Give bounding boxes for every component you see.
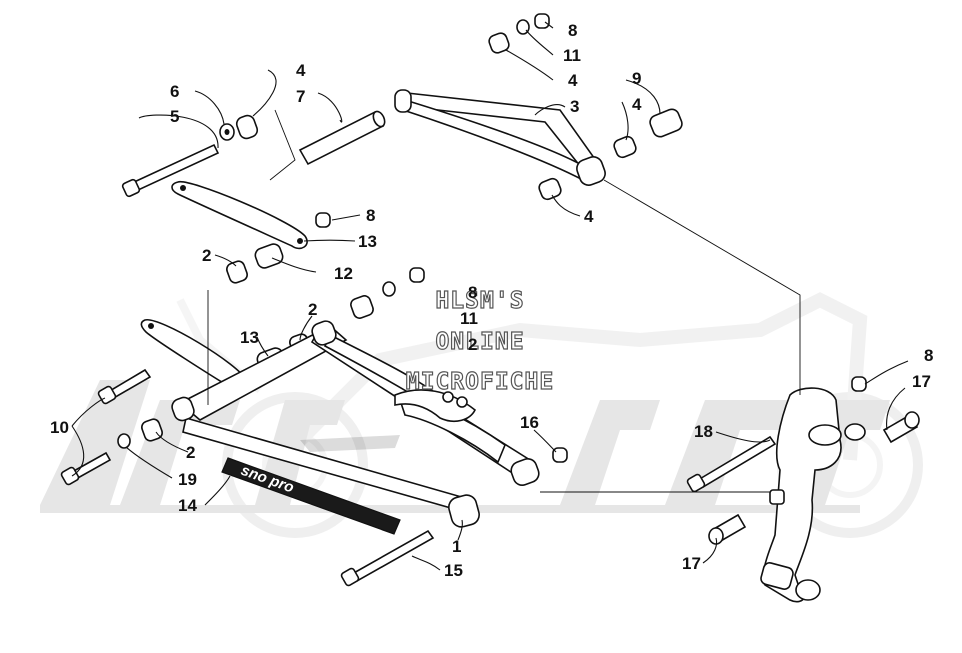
callout-18: 18	[694, 422, 713, 441]
callout-1: 1	[452, 537, 461, 556]
callout-13-lower: 13	[240, 328, 259, 347]
callout-8-link: 8	[366, 206, 375, 225]
watermark-line-3: MICROFICHE	[406, 369, 554, 395]
callout-8-top: 8	[568, 21, 577, 40]
callout-10: 10	[50, 418, 69, 437]
callout-12: 12	[334, 264, 353, 283]
bolt-18	[686, 435, 777, 493]
bushing-2-c	[350, 295, 374, 319]
locknut-16	[552, 447, 568, 463]
locknut-8-mid	[409, 267, 425, 283]
locknut-8-link	[315, 212, 331, 228]
watermark-text: HLSM'S ONLINE MICROFICHE	[405, 287, 554, 395]
bushing-17-lower	[708, 513, 747, 545]
lower-a-arm	[171, 320, 540, 528]
callout-8-spindle: 8	[924, 346, 933, 365]
callout-8-mid: 8	[468, 283, 477, 302]
bushing-4-lower	[538, 177, 562, 201]
steering-spindle	[760, 387, 866, 603]
assembly-lines	[71, 21, 909, 571]
washer-6	[219, 123, 235, 141]
upper-a-arm	[394, 89, 606, 186]
bushing-4-right	[613, 135, 637, 159]
bushing-2-d	[141, 418, 163, 442]
decal-14: sno pro	[221, 457, 401, 535]
callout-15: 15	[444, 561, 463, 580]
watermark-line-1: HLSM'S	[435, 288, 524, 314]
callout-5: 5	[170, 107, 179, 126]
spacer-12-a	[254, 243, 284, 269]
callout-9: 9	[632, 69, 641, 88]
callout-2-c: 2	[308, 300, 317, 319]
callout-4-top: 4	[568, 71, 578, 90]
callout-17-upper: 17	[912, 372, 931, 391]
callout-11-top: 11	[563, 46, 581, 65]
callout-4-right: 4	[632, 95, 642, 114]
callout-2-a: 2	[202, 246, 211, 265]
locknut-8-top	[534, 13, 550, 29]
locknut-8-spindle	[851, 376, 867, 392]
pivot-bolt-5	[121, 143, 220, 198]
bolt-10-upper	[97, 368, 152, 405]
callout-19: 19	[178, 470, 197, 489]
callout-6: 6	[170, 82, 179, 101]
bolt-10-lower	[60, 451, 112, 486]
callout-4-left: 4	[296, 61, 306, 80]
bushing-4-upper-left	[235, 114, 259, 140]
callout-13-upper: 13	[358, 232, 377, 251]
callout-3: 3	[570, 97, 579, 116]
washer-19	[117, 433, 131, 449]
callout-4-lower: 4	[584, 207, 594, 226]
bushing-17-upper	[882, 411, 920, 444]
bushing-2-a	[226, 260, 248, 284]
callouts: 8 11 4 3 9 4 4 6 5 4 7 8 13 2 12 8 11 2 …	[50, 21, 933, 580]
bushing-4-top	[488, 32, 510, 54]
spacer-9	[649, 108, 683, 138]
stabilizer-link-13-upper	[171, 181, 308, 250]
callout-2-d: 2	[186, 443, 195, 462]
callout-17-lower: 17	[682, 554, 701, 573]
spacer-tube-7	[298, 110, 386, 166]
callout-2-b: 2	[468, 335, 477, 354]
watermark-line-2: ONLINE	[435, 329, 524, 355]
motorcycle-silhouette-icon	[176, 292, 923, 538]
washer-11-mid	[382, 281, 396, 297]
callout-14: 14	[178, 496, 197, 515]
callout-16: 16	[520, 413, 539, 432]
callout-7: 7	[296, 87, 305, 106]
callout-11-mid: 11	[460, 309, 478, 328]
bolt-15	[340, 529, 435, 587]
